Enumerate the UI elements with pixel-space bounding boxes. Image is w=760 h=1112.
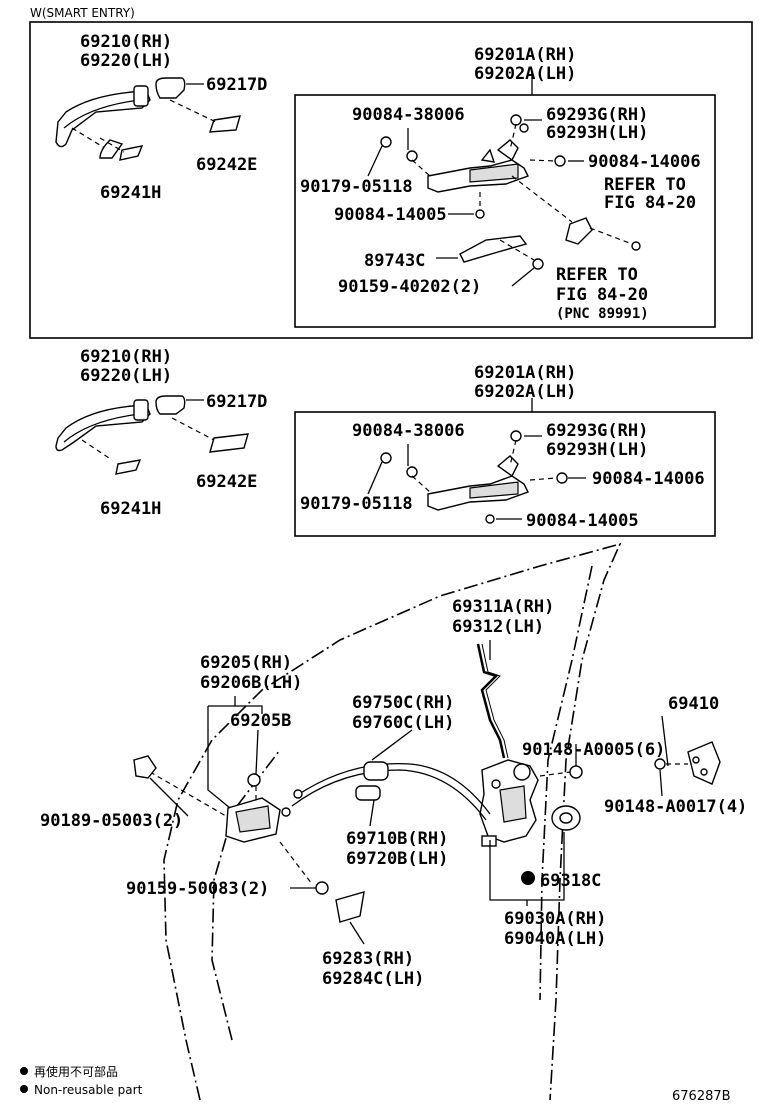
label-69318c: 69318C bbox=[540, 871, 601, 891]
label-69293g-mid: 69293G(RH) bbox=[546, 421, 648, 441]
handle-gasket-mid bbox=[115, 459, 142, 475]
bolt-90084-14006-mid bbox=[556, 472, 568, 484]
label-69293g-top: 69293G(RH) bbox=[546, 105, 648, 125]
label-69220-top: 69220(LH) bbox=[80, 51, 172, 71]
nut-90084-38006-top bbox=[406, 150, 418, 162]
door-striker bbox=[654, 741, 721, 785]
bolt-90084-14006-top bbox=[554, 155, 566, 167]
label-69205: 69205(RH) bbox=[200, 653, 292, 673]
screw-90159-40202 bbox=[532, 258, 544, 270]
label-69201a-mid: 69201A(RH) bbox=[474, 363, 576, 383]
handle-pad-top bbox=[169, 99, 241, 133]
label-69410: 69410 bbox=[668, 694, 719, 714]
label-69040a: 69040A(LH) bbox=[504, 929, 606, 949]
label-69720b: 69720B(LH) bbox=[346, 849, 448, 869]
label-90148-a0017: 90148-A0017(4) bbox=[604, 797, 747, 817]
section-title: W(SMART ENTRY) bbox=[30, 6, 135, 20]
bolt-90179-mid bbox=[380, 452, 392, 464]
handle-frame-mid bbox=[427, 455, 529, 511]
label-90084-14006-mid: 90084-14006 bbox=[592, 469, 705, 489]
label-69242e-top: 69242E bbox=[196, 155, 257, 175]
legend-bullet-en bbox=[20, 1085, 28, 1093]
label-90159-40202: 90159-40202(2) bbox=[338, 277, 481, 297]
label-69760c: 69760C(LH) bbox=[352, 713, 454, 733]
legend-en: Non-reusable part bbox=[34, 1083, 143, 1097]
label-refer-to-2: REFER TO bbox=[556, 265, 638, 285]
nut-90084-38006-mid bbox=[406, 466, 418, 478]
label-90179-05118-mid: 90179-05118 bbox=[300, 494, 413, 514]
label-69201a-top: 69201A(RH) bbox=[474, 45, 576, 65]
smart-entry-box bbox=[29, 21, 753, 339]
label-fig-84-20-2: FIG 84-20 bbox=[556, 285, 648, 305]
inside-handle bbox=[225, 773, 281, 843]
label-90084-38006-mid: 90084-38006 bbox=[352, 421, 465, 441]
outside-handle-mid bbox=[55, 399, 151, 461]
label-69241h-top: 69241H bbox=[100, 183, 161, 203]
clip-90189 bbox=[133, 755, 157, 779]
cap-69293g-top bbox=[510, 114, 522, 126]
handle-cap-mid bbox=[155, 395, 204, 415]
cap-69293g-mid bbox=[510, 430, 522, 442]
label-69293h-top: 69293H(LH) bbox=[546, 123, 648, 143]
label-69312: 69312(LH) bbox=[452, 617, 544, 637]
screw-90159-50083 bbox=[315, 881, 329, 895]
label-69710b: 69710B(RH) bbox=[346, 829, 448, 849]
door-lock-assembly bbox=[479, 759, 539, 847]
handle-gasket-top bbox=[99, 137, 144, 161]
label-69311a: 69311A(RH) bbox=[452, 597, 554, 617]
label-90189-05003: 90189-05003(2) bbox=[40, 811, 183, 831]
cap-69293h-top bbox=[519, 123, 529, 133]
label-69202a-top: 69202A(LH) bbox=[474, 64, 576, 84]
label-69220-mid: 69220(LH) bbox=[80, 366, 172, 386]
handle-cap-top bbox=[155, 77, 204, 99]
label-pnc-89991: (PNC 89991) bbox=[556, 306, 649, 322]
label-69242e-mid: 69242E bbox=[196, 472, 257, 492]
label-69283: 69283(RH) bbox=[322, 949, 414, 969]
label-69241h-mid: 69241H bbox=[100, 499, 161, 519]
label-90179-05118-top: 90179-05118 bbox=[300, 177, 413, 197]
legend-bullet-cn bbox=[20, 1067, 28, 1075]
label-69217d-mid: 69217D bbox=[206, 392, 267, 412]
label-90084-14005-top: 90084-14005 bbox=[334, 205, 447, 225]
label-90148-a0005: 90148-A0005(6) bbox=[522, 740, 665, 760]
label-69750c: 69750C(RH) bbox=[352, 693, 454, 713]
lock-cables bbox=[281, 761, 491, 821]
non-reusable-marker bbox=[521, 871, 535, 885]
handle-pad-mid bbox=[171, 417, 249, 453]
screw-90148-a0005 bbox=[569, 765, 583, 779]
label-fig-84-20-1: FIG 84-20 bbox=[604, 193, 696, 213]
label-69217d-top: 69217D bbox=[206, 75, 267, 95]
label-69206b: 69206B(LH) bbox=[200, 673, 302, 693]
handle-cover-69283 bbox=[335, 891, 365, 923]
label-69030a: 69030A(RH) bbox=[504, 909, 606, 929]
bolt-90179-top bbox=[380, 136, 392, 148]
standard-inner-box bbox=[294, 411, 716, 537]
smart-entry-inner-box bbox=[294, 94, 716, 328]
door-outline bbox=[163, 542, 622, 1101]
bolt-90084-14005-top bbox=[475, 209, 485, 219]
label-69293h-mid: 69293H(LH) bbox=[546, 440, 648, 460]
label-69210-mid: 69210(RH) bbox=[80, 347, 172, 367]
legend-cn: 再使用不可部品 bbox=[34, 1064, 118, 1079]
label-69202a-mid: 69202A(LH) bbox=[474, 382, 576, 402]
label-90084-38006-top: 90084-38006 bbox=[352, 105, 465, 125]
label-90084-14005-mid: 90084-14005 bbox=[526, 511, 639, 531]
antenna-unit bbox=[565, 217, 641, 251]
handle-frame-top bbox=[427, 139, 529, 193]
lock-rod bbox=[476, 643, 509, 759]
label-69205b: 69205B bbox=[230, 711, 291, 731]
label-90084-14006-top: 90084-14006 bbox=[588, 152, 701, 172]
lock-cover-hole bbox=[559, 812, 573, 824]
label-69210-top: 69210(RH) bbox=[80, 32, 172, 52]
figure-code: 676287B bbox=[672, 1089, 731, 1104]
label-69284c: 69284C(LH) bbox=[322, 969, 424, 989]
bolt-90084-14005-mid bbox=[485, 514, 495, 524]
label-89743c: 89743C bbox=[364, 251, 425, 271]
label-refer-to-1: REFER TO bbox=[604, 175, 686, 195]
label-90159-50083: 90159-50083(2) bbox=[126, 879, 269, 899]
outside-handle-top bbox=[55, 85, 151, 159]
bracket-89743c bbox=[459, 235, 528, 263]
